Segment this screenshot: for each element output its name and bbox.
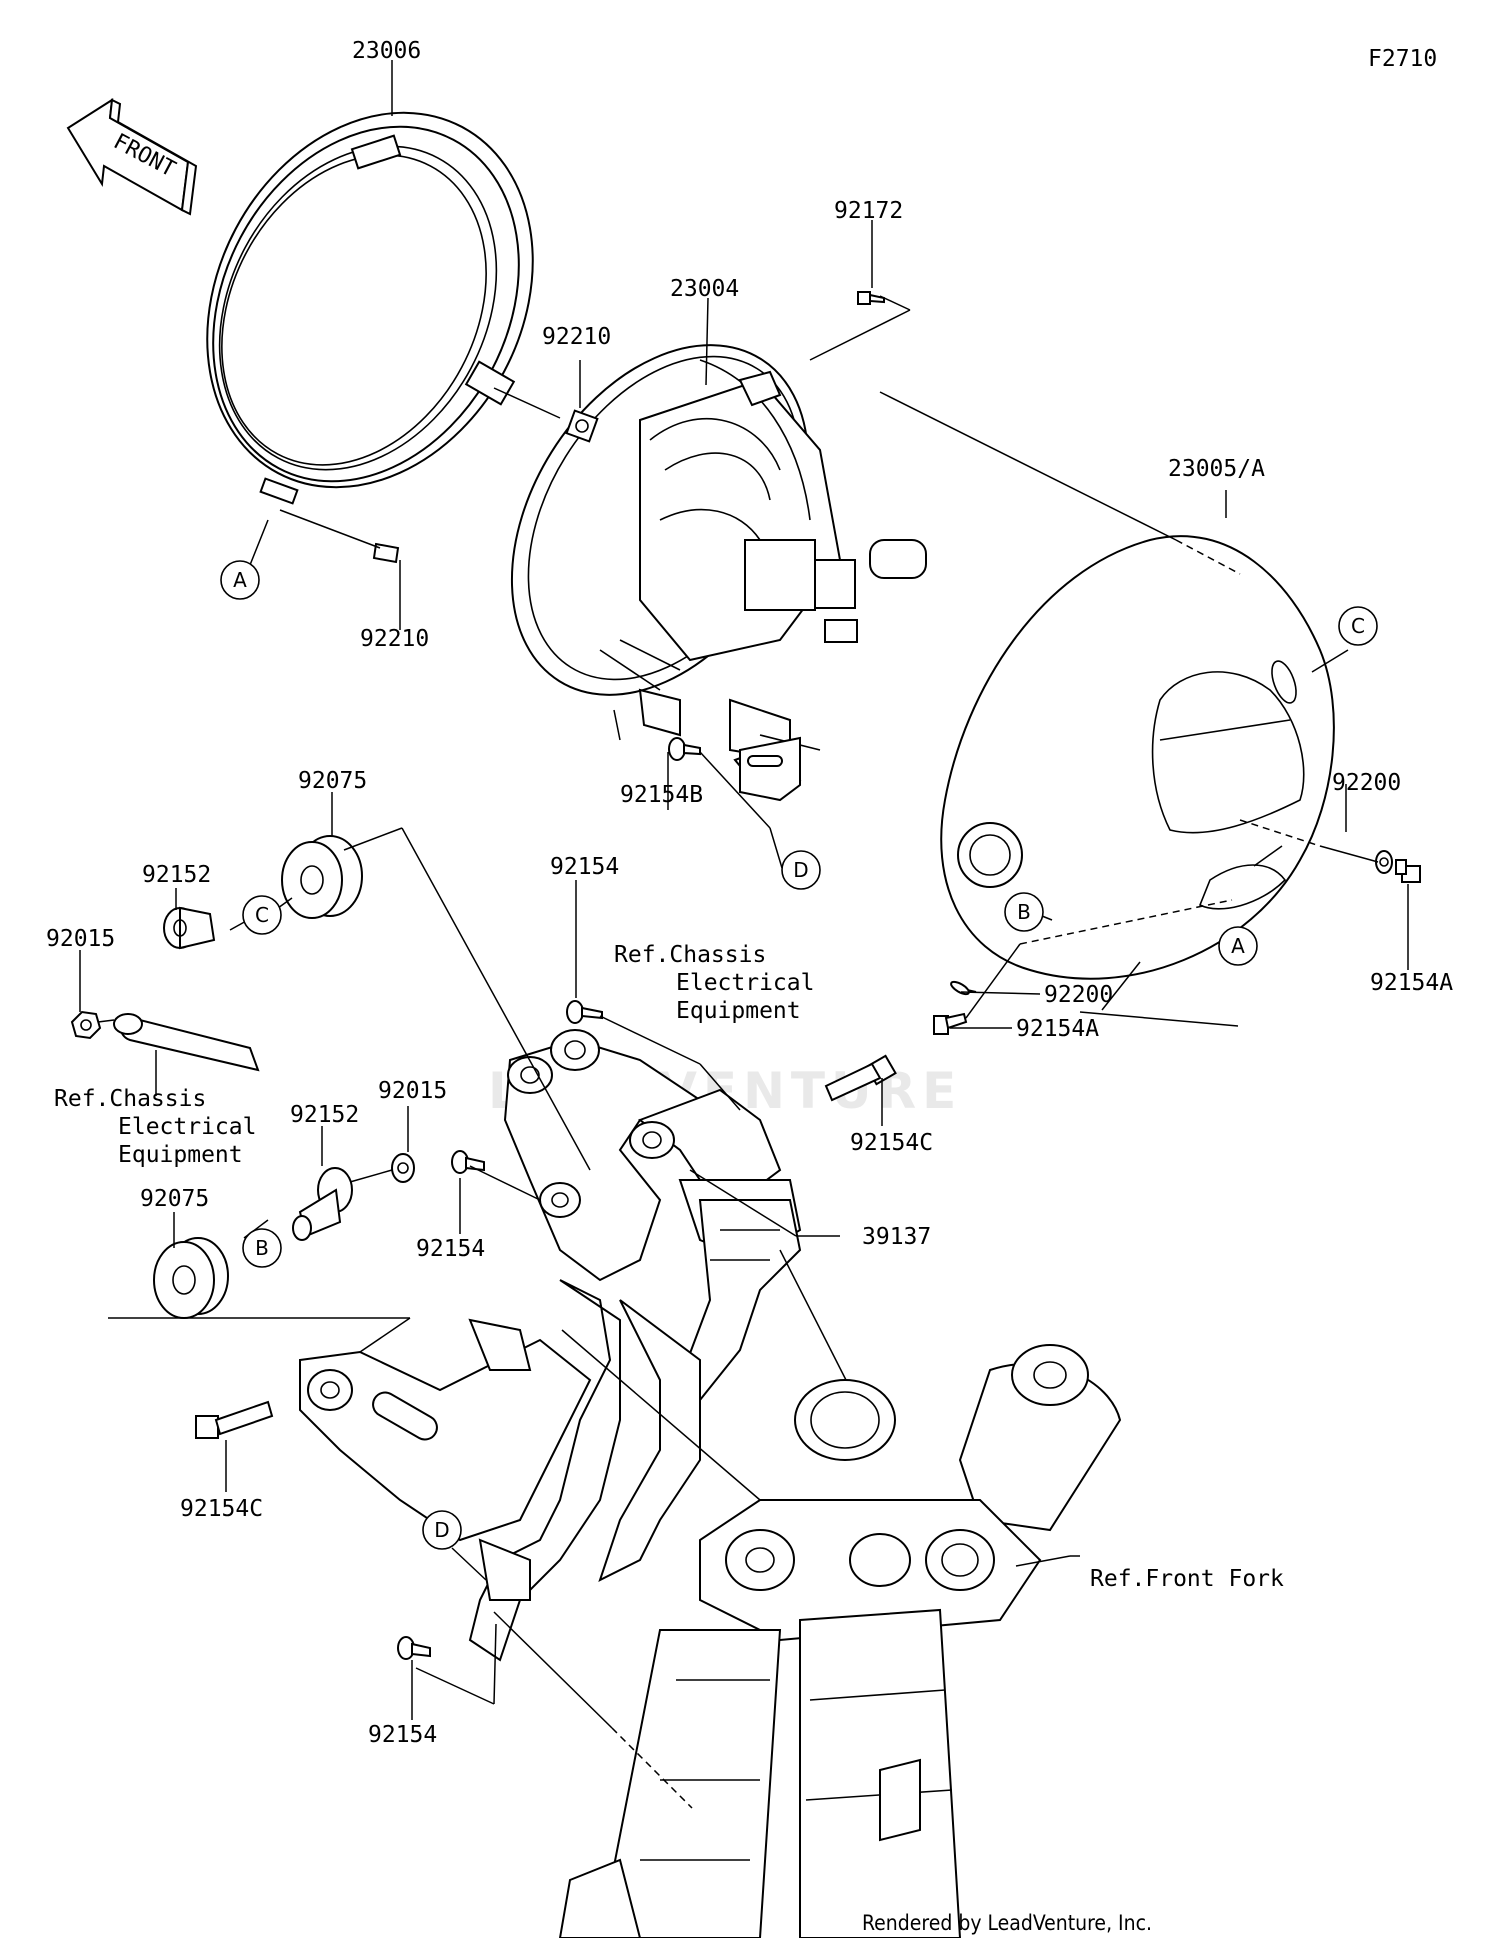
front-fork [558, 1344, 1122, 1938]
callout-c-housing: C [1338, 606, 1378, 646]
callout-c-left-label: C [255, 903, 269, 927]
headlight-housing [940, 535, 1335, 980]
ref-chassis-left-line3: Equipment [118, 1142, 243, 1168]
ref-chassis-left-line1: Ref.Chassis [54, 1086, 206, 1112]
callout-d-headlight: D [781, 850, 821, 890]
label-92152-upper: 92152 [142, 862, 211, 888]
bolt-92172 [857, 291, 885, 305]
label-92172: 92172 [834, 198, 903, 224]
headlight-lower-bracket [739, 736, 801, 802]
figure-code: F2710 [1368, 46, 1437, 72]
callout-c-left: C [242, 895, 282, 935]
lower-mount-plate [299, 1318, 592, 1601]
headlight-rim [206, 111, 534, 505]
bolt-92154-upper [566, 1000, 603, 1024]
ref-chassis-upper-line2: Electrical [676, 970, 814, 996]
collar-92152-upper [163, 906, 216, 950]
credit-text: Rendered by LeadVenture, Inc. [862, 1911, 1152, 1935]
callout-b-lower-label: B [255, 1236, 269, 1260]
label-92200-lower: 92200 [1044, 982, 1113, 1008]
callout-b-lower: B [242, 1228, 282, 1268]
label-92154-upper: 92154 [550, 854, 619, 880]
label-92210-upper: 92210 [542, 324, 611, 350]
callout-d-bracket-label: D [434, 1518, 449, 1542]
label-92075-lower: 92075 [140, 1186, 209, 1212]
bolt-92154C-left [195, 1400, 274, 1439]
callout-b-housing: B [1004, 892, 1044, 932]
callout-d-bracket: D [422, 1510, 462, 1550]
collar-92152-lower [292, 1167, 353, 1241]
grommet-92075-lower [153, 1237, 229, 1319]
bolt-92154-lower [397, 1636, 431, 1660]
label-92200-right: 92200 [1332, 770, 1401, 796]
washer-92200-lower [950, 980, 977, 996]
label-92075-upper: 92075 [298, 768, 367, 794]
label-92154C-right: 92154C [850, 1130, 933, 1156]
label-92154A-lower: 92154A [1016, 1016, 1099, 1042]
bolt-92154C-right [824, 1054, 897, 1102]
nut-92015-middle [391, 1153, 415, 1183]
callout-a-housing-label: A [1231, 934, 1245, 958]
label-92154C-left: 92154C [180, 1496, 263, 1522]
label-92154-middle: 92154 [416, 1236, 485, 1262]
callout-c-housing-label: C [1351, 614, 1365, 638]
label-92154A-right: 92154A [1370, 970, 1453, 996]
ref-chassis-left-line2: Electrical [118, 1114, 256, 1140]
leader-lines [79, 60, 1409, 1809]
label-92210-lower: 92210 [360, 626, 429, 652]
label-92154B: 92154B [620, 782, 703, 808]
bolt-92154A-lower [933, 1012, 968, 1035]
label-23006: 23006 [352, 38, 421, 64]
callout-a-housing: A [1218, 926, 1258, 966]
nut-92015-left [70, 1010, 102, 1040]
label-92015-middle: 92015 [378, 1078, 447, 1104]
washer-92200-right [1375, 850, 1393, 874]
label-92152-lower: 92152 [290, 1102, 359, 1128]
bolt-92154B [668, 737, 701, 761]
bolt-92154-middle [451, 1150, 485, 1174]
label-23004: 23004 [670, 276, 739, 302]
front-arrow-icon: FRONT [66, 98, 198, 216]
label-92154-lower: 92154 [368, 1722, 437, 1748]
grommet-92075-upper [281, 835, 363, 919]
callout-d-headlight-label: D [793, 858, 808, 882]
ground-strap-chassis [113, 1013, 260, 1072]
bolt-92154A-right [1395, 859, 1421, 883]
ref-chassis-upper-line1: Ref.Chassis [614, 942, 766, 968]
label-39137: 39137 [862, 1224, 931, 1250]
callout-a-rim: A [220, 560, 260, 600]
clip-92210-lower [372, 542, 400, 564]
callout-b-housing-label: B [1017, 900, 1031, 924]
ref-chassis-upper-line3: Equipment [676, 998, 801, 1024]
label-92015-left: 92015 [46, 926, 115, 952]
callout-a-rim-label: A [233, 568, 247, 592]
headlight-unit [510, 344, 927, 792]
nut-92210-upper [565, 409, 599, 443]
ref-front-fork: Ref.Front Fork [1090, 1566, 1284, 1592]
label-23005A: 23005/A [1168, 456, 1265, 482]
